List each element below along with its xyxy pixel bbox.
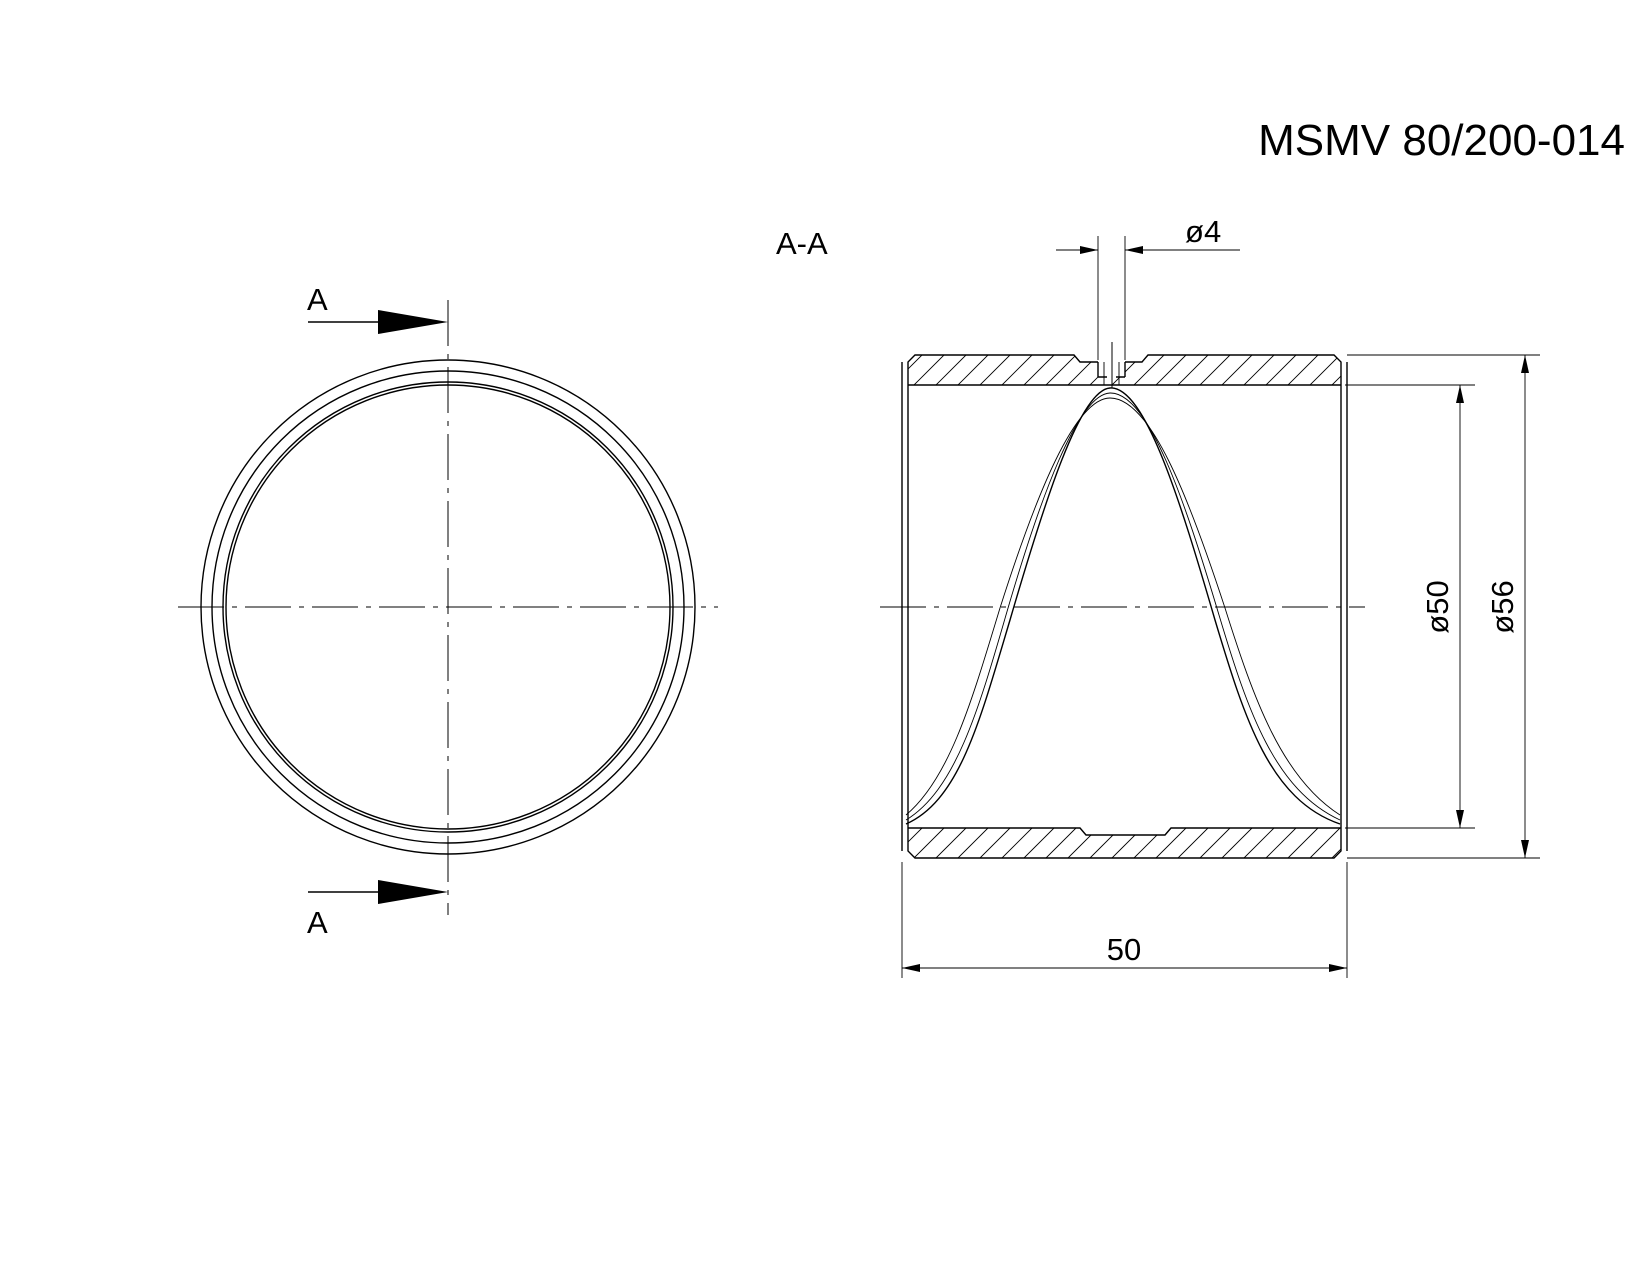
section-arrow-bottom: [308, 880, 448, 904]
front-view: A A: [178, 282, 718, 940]
hatch-line: [1045, 828, 1077, 858]
hatch-line: [1155, 828, 1187, 858]
oil-hole: [1097, 362, 1126, 378]
hatch-line: [1067, 355, 1099, 385]
hatch-line: [1221, 355, 1253, 385]
hatch-line: [1133, 828, 1165, 858]
hatch-line: [870, 828, 900, 858]
hatch-line: [1133, 355, 1165, 385]
hatch-line: [1243, 355, 1275, 385]
hatch-line: [1331, 355, 1341, 385]
hatch-line: [1089, 828, 1121, 858]
oil-groove-middle: [905, 392, 1341, 821]
hatch-line: [1177, 828, 1209, 858]
part-number: MSMV 80/200-014: [1258, 116, 1625, 165]
top-wall-outline: [907, 354, 1342, 386]
inner-diameter-label: ø50: [1420, 580, 1455, 633]
hatch-line: [1023, 355, 1055, 385]
hatch-line: [1199, 355, 1231, 385]
hatch-line: [1199, 828, 1231, 858]
hatch-line: [1265, 828, 1297, 858]
bottom-wall-outline: [907, 827, 1342, 859]
hatch-line: [1111, 828, 1143, 858]
hatch-line: [913, 355, 945, 385]
dimension-outer-diameter: ø56: [1347, 354, 1540, 859]
hatch-line: [908, 355, 923, 385]
hatch-line: [1376, 355, 1406, 385]
hatch-line: [979, 828, 1011, 858]
section-arrow-top: [308, 310, 448, 334]
hatch-line: [1309, 355, 1341, 385]
hatch-line: [1089, 355, 1121, 385]
hatch-line: [957, 828, 989, 858]
length-label: 50: [1107, 932, 1141, 967]
hatch-line: [1287, 828, 1319, 858]
dimension-hole-diameter: ø4: [1056, 214, 1240, 360]
hatch-line: [1045, 355, 1077, 385]
section-label-bottom: A: [307, 905, 328, 940]
hatch-line: [1287, 355, 1319, 385]
hatch-line: [1265, 355, 1297, 385]
hatch-line: [1354, 355, 1384, 385]
outer-diameter-label: ø56: [1485, 580, 1520, 633]
hatch-line: [1111, 355, 1143, 385]
hatch-line: [1309, 828, 1341, 858]
dimension-inner-diameter: ø50: [1345, 384, 1475, 829]
oil-groove-outer: [905, 387, 1341, 825]
hatch-line: [935, 355, 967, 385]
oil-groove-inner: [905, 397, 1341, 816]
hatch-line: [1376, 828, 1406, 858]
hatch-line: [1331, 828, 1341, 858]
hatch-line: [1354, 828, 1384, 858]
hatch-line: [1001, 355, 1033, 385]
hatch-line: [1177, 355, 1209, 385]
hatch-line: [913, 828, 945, 858]
hatch-line: [1023, 828, 1055, 858]
bottom-wall-hatch: [870, 828, 1406, 858]
dimension-length: 50: [901, 862, 1348, 978]
hatch-line: [908, 828, 923, 858]
hatch-line: [1221, 828, 1253, 858]
hatch-line: [935, 828, 967, 858]
hole-diameter-label: ø4: [1185, 214, 1221, 249]
hatch-line: [870, 355, 900, 385]
hatch-line: [1155, 355, 1187, 385]
hatch-line: [1243, 828, 1275, 858]
hatch-line: [979, 355, 1011, 385]
top-wall-hatch: [870, 355, 1406, 385]
hatch-line: [957, 355, 989, 385]
section-view: [870, 342, 1406, 859]
section-label-top: A: [307, 282, 328, 317]
section-view-title: A-A: [776, 226, 828, 261]
hatch-line: [1001, 828, 1033, 858]
